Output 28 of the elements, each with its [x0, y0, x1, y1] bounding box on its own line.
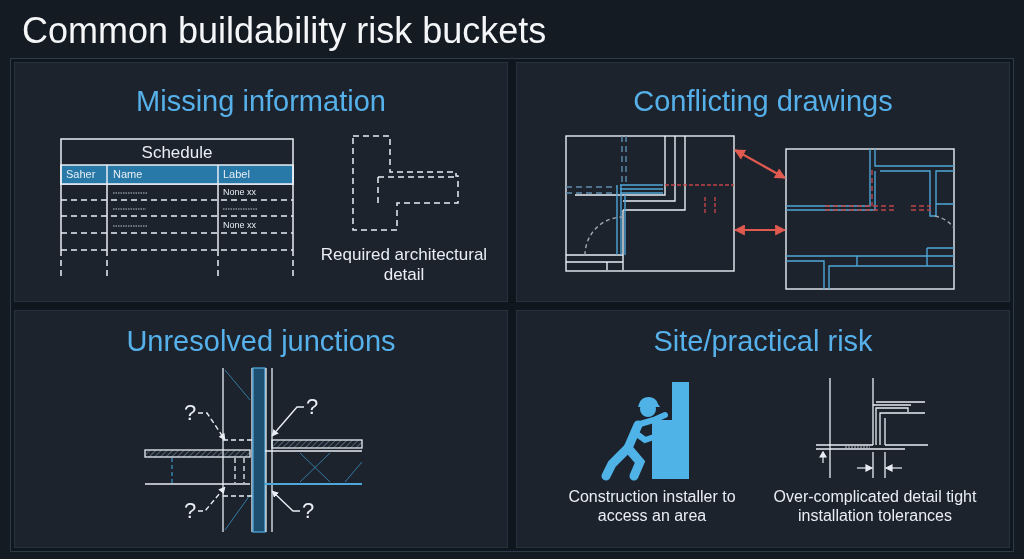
column-header: Name [113, 168, 144, 182]
question-mark: ? [300, 499, 316, 523]
double-arrow [734, 149, 786, 179]
caption: Construction installer to access an area [567, 487, 737, 526]
table-cell-text: None xx [223, 220, 258, 231]
panel [14, 310, 508, 548]
leader-line [271, 490, 301, 512]
panel [14, 62, 508, 302]
column-header: Label [223, 168, 251, 182]
leader-line [197, 486, 226, 512]
question-mark: ? [182, 401, 198, 425]
double-arrow [733, 224, 787, 236]
leader-line [271, 406, 305, 437]
panel-heading: Site/practical risk [652, 325, 874, 358]
panel [516, 62, 1010, 302]
panel [516, 310, 1010, 548]
caption: Required architectural detail [319, 245, 489, 286]
question-mark: ? [182, 499, 198, 523]
caption: Over-complicated detail tight installation tolerances [772, 487, 978, 526]
panel-heading: Unresolved junctions [125, 325, 397, 358]
panel-heading: Conflicting drawings [632, 85, 894, 118]
table-title: Schedule [140, 143, 214, 164]
leader-line [197, 412, 226, 441]
table-cell-text: None xx [223, 187, 258, 198]
question-mark: ? [304, 395, 320, 419]
page-title: Common buildability risk buckets [22, 10, 547, 52]
panel-heading: Missing information [135, 85, 387, 118]
column-header: Saher [66, 168, 97, 182]
